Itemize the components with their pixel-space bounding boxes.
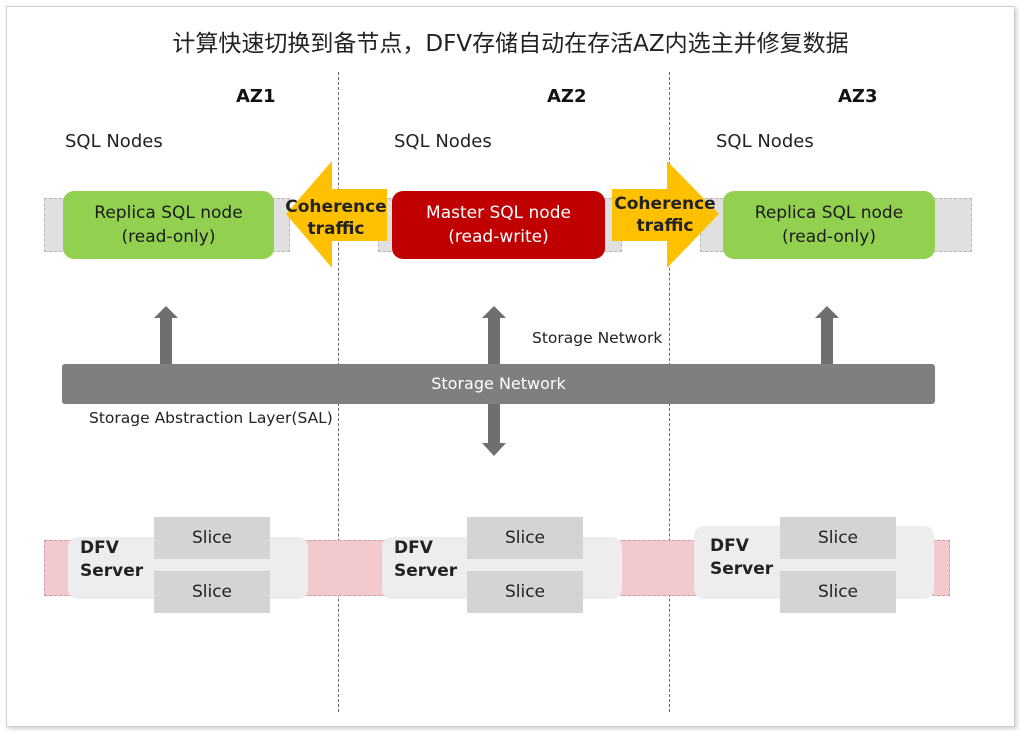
- sal-label: Storage Abstraction Layer(SAL): [89, 409, 333, 427]
- coherence-arrow-right: [612, 161, 719, 268]
- slice-az2-bottom: Slice: [467, 571, 583, 613]
- storage-arrow-az2-down: [482, 404, 506, 456]
- storage-arrow-az1: [154, 306, 178, 364]
- dfv-az2-line2: Server: [394, 561, 458, 581]
- az2-node-name: Master SQL node: [426, 203, 571, 223]
- coherence-label-left: Coherence traffic: [284, 196, 388, 240]
- storage-arrow-az2-up: [482, 306, 506, 364]
- az2-sql-nodes-label: SQL Nodes: [394, 131, 492, 152]
- coherence-left-line1: Coherence: [285, 197, 387, 217]
- slice-az2-top: Slice: [467, 517, 583, 559]
- az1-replica-sql-node: Replica SQL node (read-only): [63, 191, 274, 259]
- storage-network-side-label: Storage Network: [532, 329, 663, 347]
- dfv-az1-line2: Server: [80, 561, 144, 581]
- diagram-title: 计算快速切换到备节点，DFV存储自动在存活AZ内选主并修复数据: [172, 31, 849, 57]
- coherence-label-right: Coherence traffic: [612, 193, 718, 237]
- dfv-server-az1-label: DFV Server: [80, 537, 143, 583]
- az1-node-mode: (read-only): [121, 227, 216, 247]
- coherence-left-line2: traffic: [307, 219, 365, 239]
- az2-node-mode: (read-write): [448, 227, 549, 247]
- dfv-az1-line1: DFV: [80, 538, 119, 558]
- dfv-server-az2-label: DFV Server: [394, 537, 457, 583]
- az3-node-mode: (read-only): [782, 227, 876, 247]
- az2-master-sql-node: Master SQL node (read-write): [392, 191, 605, 259]
- storage-network-bar: Storage Network: [62, 364, 935, 404]
- az1-label: AZ1: [236, 86, 276, 107]
- coherence-right-line2: traffic: [636, 216, 694, 236]
- storage-arrow-az3: [815, 306, 839, 364]
- az2-label: AZ2: [547, 86, 587, 107]
- coherence-arrow-left: [286, 161, 387, 268]
- dfv-az2-line1: DFV: [394, 538, 433, 558]
- slice-az3-bottom: Slice: [780, 571, 896, 613]
- coherence-right-line1: Coherence: [614, 194, 716, 214]
- az1-sql-nodes-label: SQL Nodes: [65, 131, 163, 152]
- slice-az1-top: Slice: [154, 517, 270, 559]
- dfv-server-az3-label: DFV Server: [710, 535, 773, 581]
- az1-node-name: Replica SQL node: [94, 203, 243, 223]
- dfv-az3-line2: Server: [710, 559, 774, 579]
- dfv-az3-line1: DFV: [710, 536, 749, 556]
- az3-replica-sql-node: Replica SQL node (read-only): [723, 191, 935, 259]
- az3-node-name: Replica SQL node: [754, 203, 904, 223]
- slice-az3-top: Slice: [780, 517, 896, 559]
- slice-az1-bottom: Slice: [154, 571, 270, 613]
- az3-sql-nodes-label: SQL Nodes: [716, 131, 814, 152]
- az3-label: AZ3: [838, 86, 878, 107]
